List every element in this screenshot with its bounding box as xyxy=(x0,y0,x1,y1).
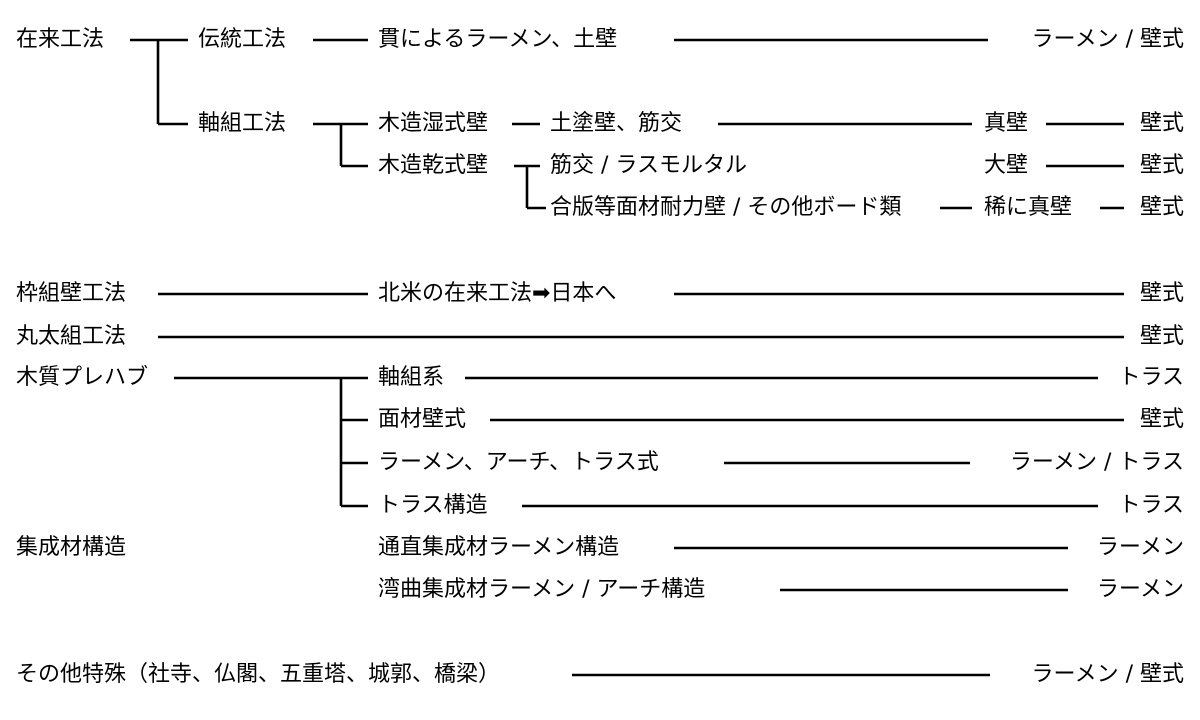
shuseizai-item: 湾曲集成材ラーメン / アーチ構造 xyxy=(378,577,706,602)
shuseizai-item: 通直集成材ラーメン構造 xyxy=(378,535,620,560)
node-tokushu: その他特殊（社寺、仏閣、五重塔、城郭、橋梁） xyxy=(16,662,501,687)
result-dento: ラーメン / 壁式 xyxy=(1031,27,1184,52)
result-kanshiki-a: 壁式 xyxy=(1139,153,1184,178)
node-prefab: 木質プレハブ xyxy=(16,365,149,390)
result-marutagumi: 壁式 xyxy=(1139,324,1184,349)
prefab-result: 壁式 xyxy=(1139,407,1184,432)
node-zairai: 在来工法 xyxy=(16,27,105,52)
prefab-result: トラス xyxy=(1118,493,1184,518)
node-shuseizai: 集成材構造 xyxy=(16,535,127,560)
desc-kanshiki-b: 合版等面材耐力壁 / その他ボード類 xyxy=(550,195,902,220)
node-dento: 伝統工法 xyxy=(198,27,287,52)
prefab-item: 面材壁式 xyxy=(378,407,467,432)
node-shikkiki: 木造湿式壁 xyxy=(378,111,489,136)
desc-wakugumi: 北米の在来工法➡日本へ xyxy=(378,281,617,306)
shuseizai-result: ラーメン xyxy=(1096,577,1184,602)
prefab-item: ラーメン、アーチ、トラス式 xyxy=(378,450,659,475)
desc-dento: 貫によるラーメン、土壁 xyxy=(378,27,618,52)
result-tokushu: ラーメン / 壁式 xyxy=(1031,662,1184,687)
node-jikugumi: 軸組工法 xyxy=(198,111,287,136)
result-shikkiki: 壁式 xyxy=(1139,111,1184,136)
prefab-result: ラーメン / トラス xyxy=(1009,450,1184,475)
wall-kanshiki-b: 稀に真壁 xyxy=(984,195,1073,220)
result-wakugumi: 壁式 xyxy=(1139,281,1184,306)
result-kanshiki-b: 壁式 xyxy=(1139,195,1184,220)
desc-kanshiki-a: 筋交 / ラスモルタル xyxy=(550,153,747,178)
wall-shikkiki: 真壁 xyxy=(984,111,1029,136)
prefab-result: トラス xyxy=(1118,365,1184,390)
node-wakugumi: 枠組壁工法 xyxy=(16,281,127,306)
desc-shikkiki: 土塗壁、筋交 xyxy=(550,111,683,136)
node-kanshiki: 木造乾式壁 xyxy=(378,153,489,178)
wall-kanshiki-a: 大壁 xyxy=(984,153,1029,178)
shuseizai-result: ラーメン xyxy=(1096,535,1184,560)
prefab-item: トラス構造 xyxy=(378,493,488,518)
prefab-item: 軸組系 xyxy=(378,365,445,390)
node-marutagumi: 丸太組工法 xyxy=(16,324,127,349)
